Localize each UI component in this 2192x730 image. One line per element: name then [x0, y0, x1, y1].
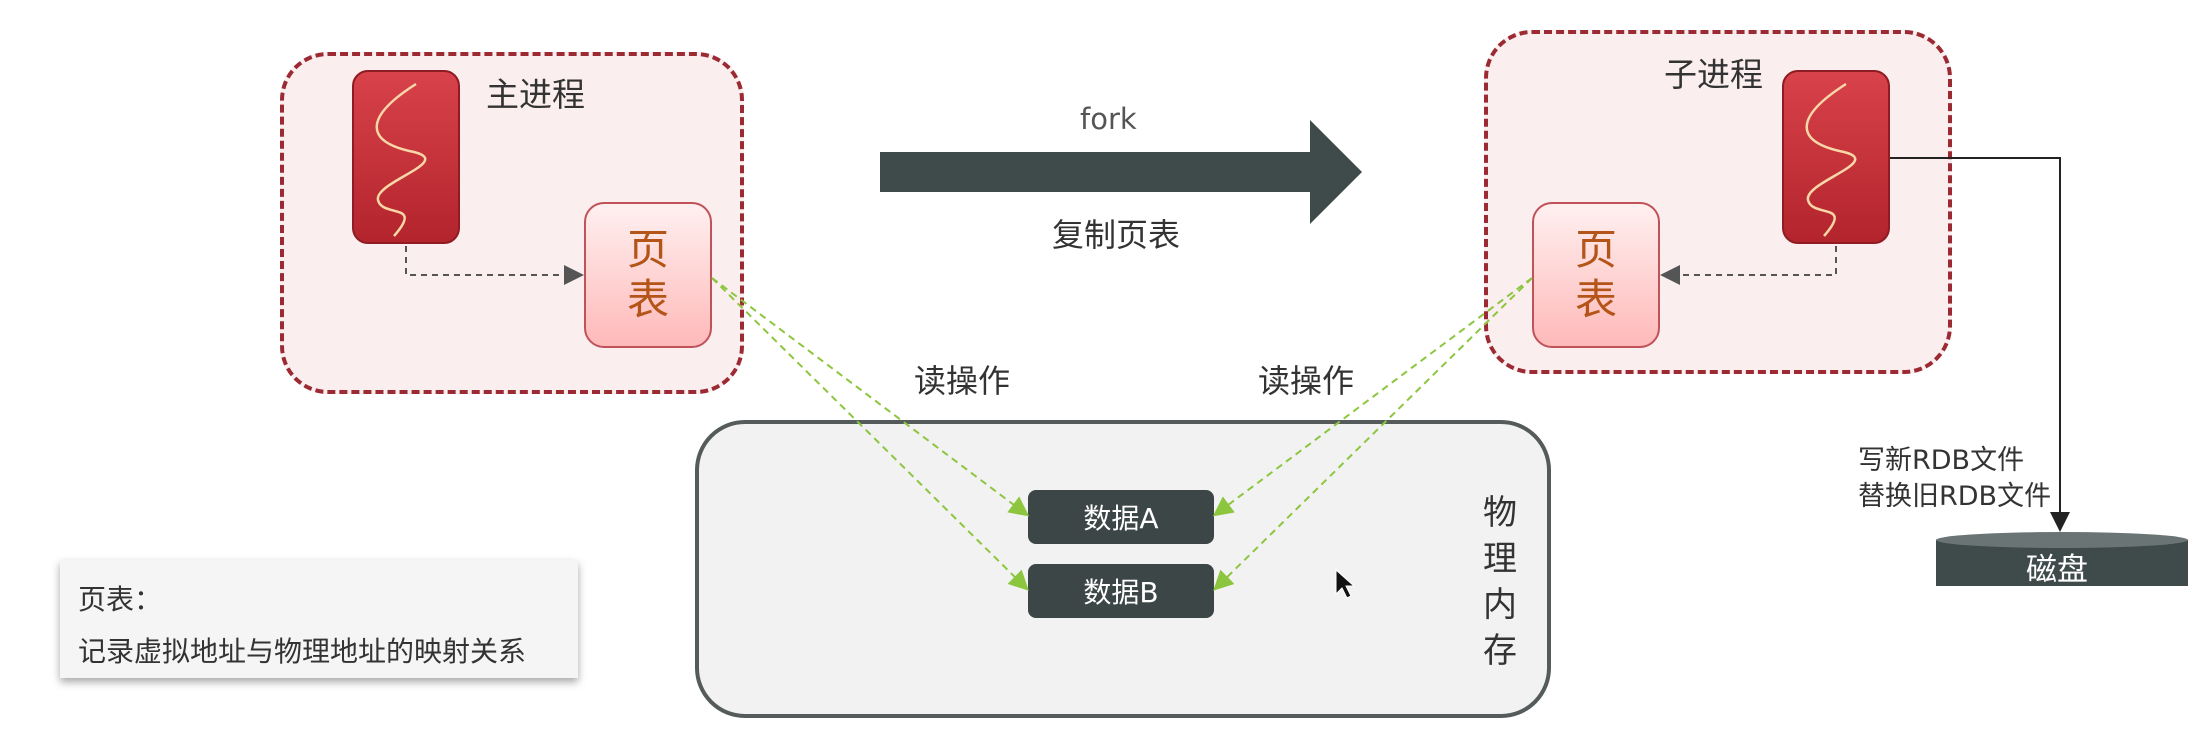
- data-a-block: 数据A: [1028, 490, 1214, 544]
- fork-arrow: [880, 120, 1362, 224]
- child-cpu-to-table-connector: [1660, 246, 1837, 285]
- legend-description: 记录虚拟地址与物理地址的映射关系: [78, 635, 527, 668]
- mouse-cursor-icon: [1335, 568, 1356, 599]
- child-read-line-a: [1212, 277, 1533, 517]
- main-read-line-a: [711, 277, 1030, 517]
- data-b-block: 数据B: [1028, 564, 1214, 618]
- child-process-title: 子进程: [1664, 55, 1763, 94]
- child-page-table-label: 页表: [1574, 225, 1617, 324]
- write-rdb-label: 写新RDB文件: [1858, 445, 2025, 476]
- child-page-table: 页表: [1532, 202, 1660, 348]
- main-process-title: 主进程: [486, 75, 585, 114]
- read-operation-left-label: 读操作: [914, 362, 1011, 400]
- main-page-table-label: 页表: [626, 225, 669, 324]
- child-to-disk-connector: [1890, 157, 2070, 532]
- disk-icon: [1936, 532, 2188, 586]
- read-operation-right-label: 读操作: [1258, 362, 1355, 400]
- copy-page-table-label: 复制页表: [1052, 216, 1181, 254]
- child-read-line-b: [1213, 277, 1533, 591]
- main-read-line-b: [711, 277, 1029, 591]
- main-cpu-to-table-connector: [405, 246, 584, 285]
- legend-box: 页表： 记录虚拟地址与物理地址的映射关系: [60, 560, 578, 678]
- physical-memory-label: 物理内存: [1483, 493, 1517, 671]
- fork-label: fork: [1080, 102, 1137, 136]
- main-process-cpu-icon: [352, 70, 460, 244]
- legend-title: 页表：: [78, 583, 163, 616]
- replace-rdb-label: 替换旧RDB文件: [1858, 481, 2052, 512]
- main-page-table: 页表: [584, 202, 712, 348]
- child-process-cpu-icon: [1782, 70, 1890, 244]
- disk-label: 磁盘: [2026, 552, 2088, 588]
